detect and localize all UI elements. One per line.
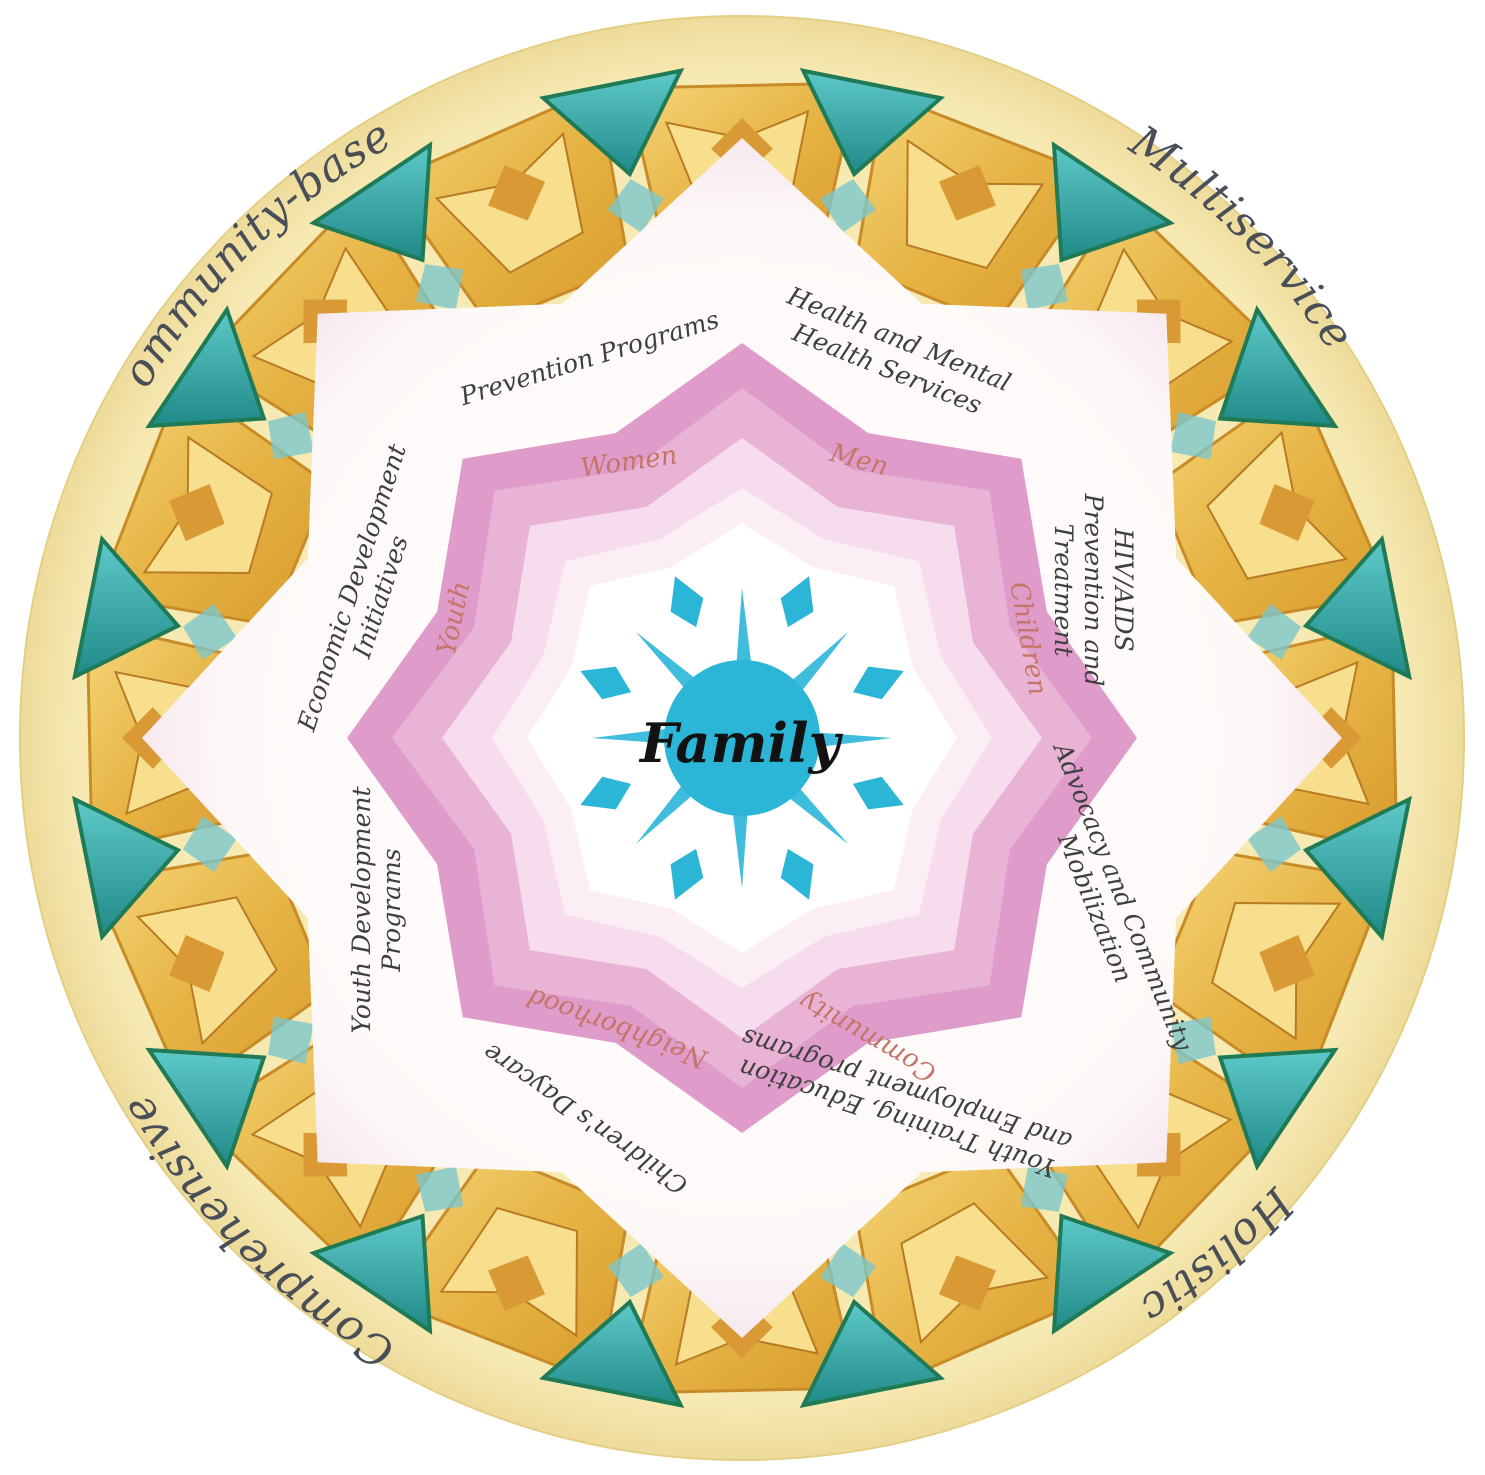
service-hiv-line2: Prevention and (1079, 493, 1108, 687)
center-label-family: Family (638, 711, 844, 775)
service-youth-dev-line2: Programs (377, 848, 406, 972)
service-hiv-line3: Treatment (1049, 523, 1078, 657)
service-youth-dev-line1: Youth Development (347, 786, 376, 1034)
service-hiv-line1: HIV/AIDS (1109, 527, 1138, 651)
